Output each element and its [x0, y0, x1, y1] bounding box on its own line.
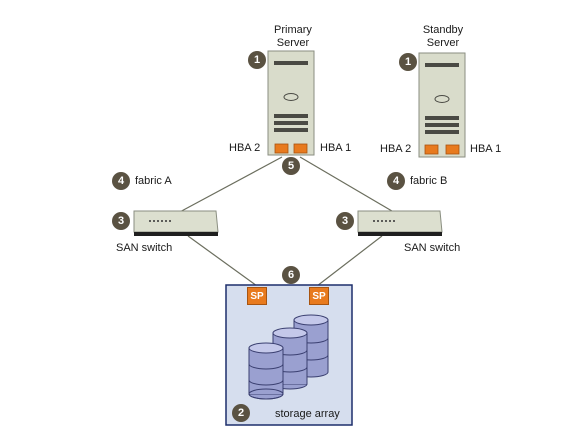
badge-storage-array: 2: [232, 404, 250, 422]
fabric-b-label: fabric B: [410, 175, 448, 187]
badge-switch-left: 3: [112, 212, 130, 230]
disk-stack-front: [248, 342, 284, 400]
standby-server-label: Standby Server: [415, 24, 471, 50]
standby-hba1-port: [445, 144, 460, 155]
san-switch-right: [357, 210, 443, 236]
cable-hba2-to-left-switch: [175, 156, 283, 215]
standby-hba2-label: HBA 2: [380, 143, 412, 155]
storage-array: [225, 284, 353, 426]
primary-hba2-port: [274, 143, 289, 154]
badge-standby-server: 1: [399, 53, 417, 71]
badge-switch-right: 3: [336, 212, 354, 230]
cable-left-switch-to-sp: [187, 235, 258, 287]
san-switch-left-label: SAN switch: [116, 242, 173, 254]
primary-hba1-port: [293, 143, 308, 154]
standby-server-label-line2: Server: [426, 37, 460, 49]
cable-right-switch-to-sp: [316, 235, 383, 287]
primary-hba2-label: HBA 2: [229, 142, 261, 154]
cable-hba1-to-right-switch: [299, 156, 398, 215]
primary-server-label-line1: Primary: [274, 24, 312, 36]
badge-primary-server: 1: [248, 51, 266, 69]
san-switch-left: [133, 210, 219, 236]
fabric-a-label: fabric A: [135, 175, 172, 187]
standby-hba2-port: [424, 144, 439, 155]
sp-left: SP: [247, 287, 267, 305]
badge-hba-link: 5: [282, 157, 300, 175]
standby-server: [418, 52, 466, 158]
primary-server-label: Primary Server: [266, 24, 320, 50]
storage-array-label: storage array: [275, 408, 340, 420]
primary-server-label-line2: Server: [276, 37, 310, 49]
badge-fabric-a: 4: [112, 172, 130, 190]
standby-server-label-line1: Standby: [422, 24, 464, 36]
primary-server: [267, 50, 315, 156]
sp-right: SP: [309, 287, 329, 305]
san-switch-right-label: SAN switch: [404, 242, 461, 254]
badge-fabric-b: 4: [387, 172, 405, 190]
standby-hba1-label: HBA 1: [470, 143, 502, 155]
badge-sp-link: 6: [282, 266, 300, 284]
primary-hba1-label: HBA 1: [320, 142, 352, 154]
